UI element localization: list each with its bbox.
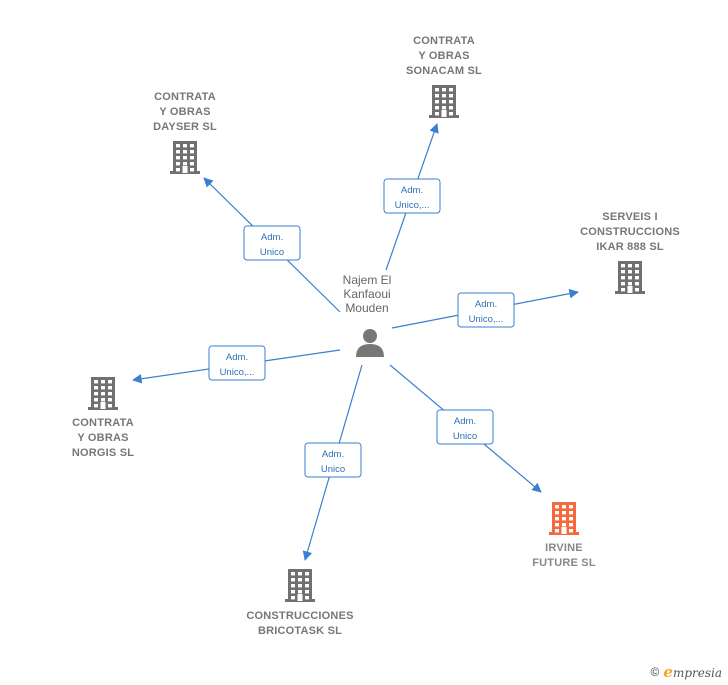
edge-label-ikar[interactable]: Adm. Unico,... <box>457 292 515 328</box>
building-icon[interactable] <box>615 261 645 294</box>
company-name-line: Y OBRAS <box>159 106 210 118</box>
building-icon[interactable] <box>88 377 118 410</box>
edge-label-box <box>304 442 362 478</box>
company-name-line: CONSTRUCCIONS <box>580 226 680 238</box>
edge-label-box <box>208 345 266 381</box>
copyright-symbol: © <box>650 665 660 679</box>
edge-label-dayser[interactable]: Adm. Unico <box>243 225 301 261</box>
edge-label-text-line: Adm. <box>322 449 344 460</box>
edge-label-sonacam[interactable]: Adm. Unico,... <box>383 178 441 214</box>
edge-label-box <box>383 178 441 214</box>
company-name-line: CONTRATA <box>413 35 475 47</box>
company-name-line: IRVINE <box>545 542 583 554</box>
footer-brand: © empresia <box>651 663 722 681</box>
company-name-line: Y OBRAS <box>77 432 128 444</box>
company-node-ikar[interactable]: SERVEIS I CONSTRUCCIONS IKAR 888 SL <box>580 211 680 294</box>
company-node-norgis[interactable]: CONTRATA Y OBRAS NORGIS SL <box>72 377 134 459</box>
person-icon[interactable] <box>356 329 384 357</box>
edge-label-text: Adm. Unico <box>453 416 477 442</box>
edge-label-norgis[interactable]: Adm. Unico,... <box>208 345 266 381</box>
building-icon[interactable] <box>429 85 459 118</box>
brand-logo[interactable]: empresia <box>663 663 722 681</box>
company-node-irvine[interactable]: IRVINE FUTURE SL <box>532 502 596 569</box>
edge-label-text: Adm. Unico <box>260 232 284 258</box>
brand-name: mpresia <box>672 666 722 680</box>
edge-label-text: Adm. Unico,... <box>395 185 430 211</box>
edge-label-text-line: Adm. <box>454 416 476 427</box>
company-name: SERVEIS I CONSTRUCCIONS IKAR 888 SL <box>580 211 680 253</box>
edge-label-text-line: Unico,... <box>395 200 430 211</box>
building-icon[interactable] <box>549 502 579 535</box>
company-name-line: DAYSER SL <box>153 121 217 133</box>
company-name: CONTRATA Y OBRAS SONACAM SL <box>406 35 482 77</box>
person-name-line: Mouden <box>345 301 388 315</box>
edge-label-text-line: Unico <box>260 247 284 258</box>
brand-initial: e <box>663 663 673 681</box>
edge-label-text: Adm. Unico,... <box>220 352 255 378</box>
company-node-bricotask[interactable]: CONSTRUCCIONES BRICOTASK SL <box>246 569 353 637</box>
company-name-line: BRICOTASK SL <box>258 625 342 637</box>
edges: Adm.Unico,...Adm.UnicoAdm.Unico,...Adm.U… <box>132 123 579 561</box>
company-name: CONTRATA Y OBRAS DAYSER SL <box>153 91 217 133</box>
edge-label-text: Adm. Unico <box>321 449 345 475</box>
edge-label-text-line: Adm. <box>401 185 423 196</box>
company-name: CONTRATA Y OBRAS NORGIS SL <box>72 417 134 459</box>
edge-label-bricotask[interactable]: Adm. Unico <box>304 442 362 478</box>
edge-label-text-line: Adm. <box>261 232 283 243</box>
edge-label-irvine[interactable]: Adm. Unico <box>436 409 494 445</box>
edge-label-text-line: Adm. <box>226 352 248 363</box>
company-name: CONSTRUCCIONES BRICOTASK SL <box>246 610 353 637</box>
edge-label-text-line: Unico,... <box>220 367 255 378</box>
company-name-line: FUTURE SL <box>532 557 596 569</box>
edge-label-text-line: Adm. <box>475 299 497 310</box>
company-name-line: CONTRATA <box>154 91 216 103</box>
company-name-line: NORGIS SL <box>72 447 134 459</box>
company-name-line: IKAR 888 SL <box>596 241 664 253</box>
edge-label-text: Adm. Unico,... <box>469 299 504 325</box>
person-name-line: Najem El <box>343 273 392 287</box>
person-name-line: Kanfaoui <box>343 287 390 301</box>
building-icon[interactable] <box>170 141 200 174</box>
company-name: IRVINE FUTURE SL <box>532 542 596 569</box>
edge-label-box <box>457 292 515 328</box>
company-name-line: SERVEIS I <box>602 211 657 223</box>
nodes: CONTRATA Y OBRAS SONACAM SL CONTRATA Y OBRAS… <box>72 35 680 637</box>
edge-label-text-line: Unico <box>321 464 345 475</box>
company-name-line: Y OBRAS <box>418 50 469 62</box>
edge-label-box <box>436 409 494 445</box>
company-name-line: CONSTRUCCIONES <box>246 610 353 622</box>
company-node-dayser[interactable]: CONTRATA Y OBRAS DAYSER SL <box>153 91 217 174</box>
edge-label-text-line: Unico,... <box>469 314 504 325</box>
edge-label-box <box>243 225 301 261</box>
company-node-sonacam[interactable]: CONTRATA Y OBRAS SONACAM SL <box>406 35 482 118</box>
company-name-line: CONTRATA <box>72 417 134 429</box>
edge-label-text-line: Unico <box>453 431 477 442</box>
company-name-line: SONACAM SL <box>406 65 482 77</box>
building-icon[interactable] <box>285 569 315 602</box>
